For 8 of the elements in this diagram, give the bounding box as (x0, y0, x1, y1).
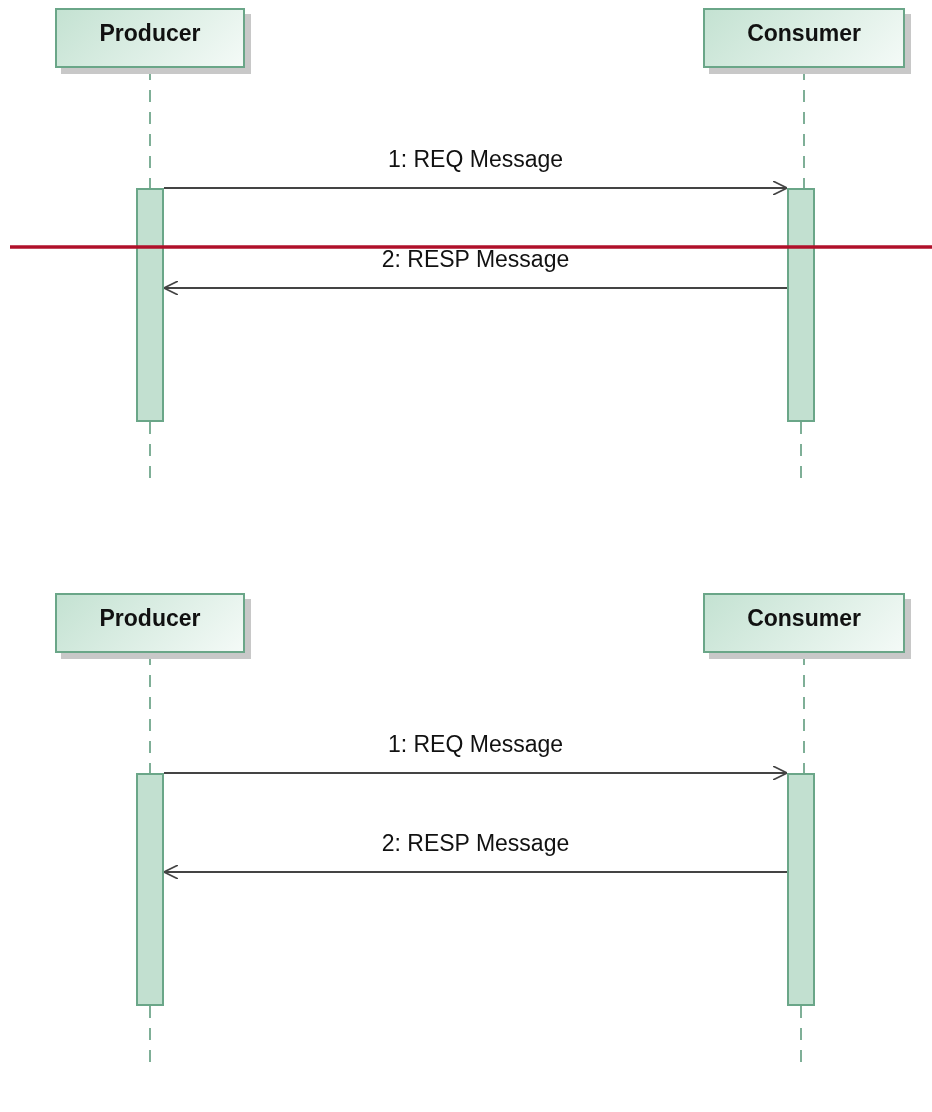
message-arrow (163, 280, 788, 296)
activation-bar (787, 188, 815, 422)
message-arrow (163, 180, 788, 196)
activation-bar (136, 773, 164, 1006)
message-arrow (163, 765, 788, 781)
activation-bar (136, 188, 164, 422)
message-arrow (163, 864, 788, 880)
activation-bar (787, 773, 815, 1006)
